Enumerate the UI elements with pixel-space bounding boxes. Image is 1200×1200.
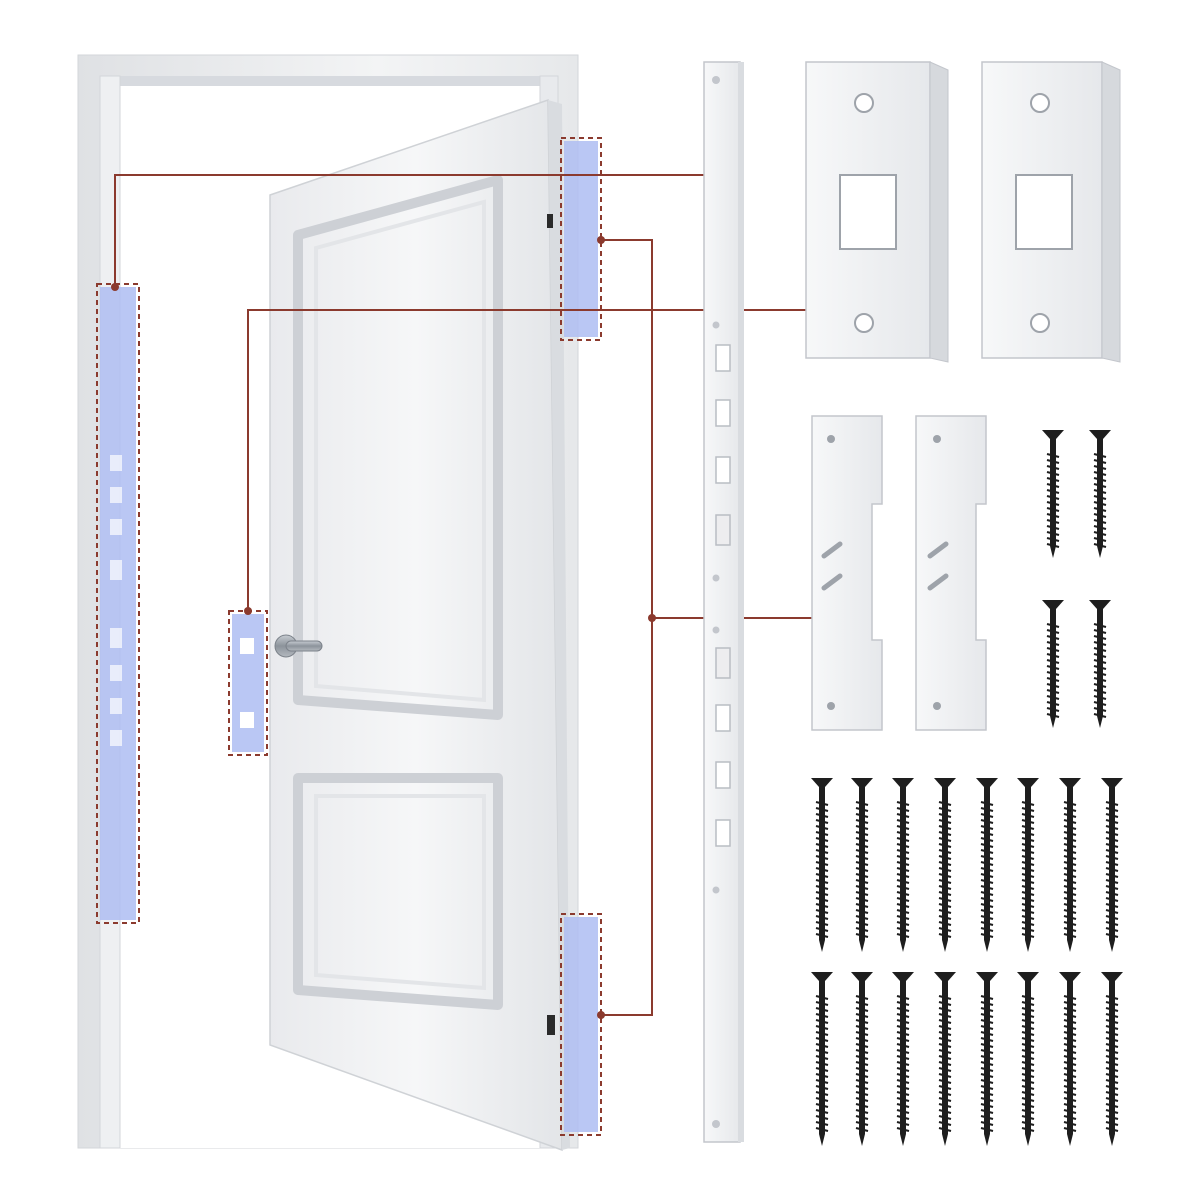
open-door [269, 98, 570, 1152]
long-screw-6 [1017, 778, 1039, 952]
hinge-shim-2 [915, 415, 987, 731]
long-frame-reinforcement-bar [703, 61, 744, 1143]
highlight-frame-bar [96, 283, 140, 924]
short-screw-4 [1089, 600, 1111, 728]
lower-door-panel [293, 773, 503, 1010]
short-screw-3 [1042, 600, 1064, 728]
long-screw-15 [1059, 972, 1081, 1146]
long-screw-9 [811, 972, 833, 1146]
highlight-bottom-hinge-shim [560, 913, 602, 1136]
long-screw-16 [1101, 972, 1123, 1146]
hinge-shim-1 [811, 415, 883, 731]
hinge-top [547, 214, 553, 228]
strike-plate-icon [805, 61, 1121, 363]
long-screw-5 [976, 778, 998, 952]
upper-door-panel [293, 175, 503, 720]
long-screw-7 [1059, 778, 1081, 952]
short-screw-1 [1042, 430, 1064, 558]
callout-strike-plates [247, 309, 832, 611]
hinge-shim-icon [811, 415, 987, 731]
highlight-top-hinge-shim [560, 137, 602, 341]
strike-plate-1 [805, 61, 949, 363]
short-screw-2 [1089, 430, 1111, 558]
long-screw-2 [851, 778, 873, 952]
long-screw-8 [1101, 778, 1123, 952]
long-screw-12 [934, 972, 956, 1146]
strike-plate-2 [981, 61, 1121, 363]
long-screw-14 [1017, 972, 1039, 1146]
callout-hinge-shims [601, 239, 653, 1016]
callout-frame-bar [114, 174, 720, 287]
long-screw-1 [811, 778, 833, 952]
door-handle-icon [274, 634, 323, 658]
long-screw-11 [892, 972, 914, 1146]
screw-icon [811, 430, 1123, 1146]
long-screw-13 [976, 972, 998, 1146]
highlight-strike-plates [228, 610, 268, 756]
hinge-bottom [547, 1015, 555, 1035]
long-screw-4 [934, 778, 956, 952]
long-screw-10 [851, 972, 873, 1146]
long-screw-3 [892, 778, 914, 952]
